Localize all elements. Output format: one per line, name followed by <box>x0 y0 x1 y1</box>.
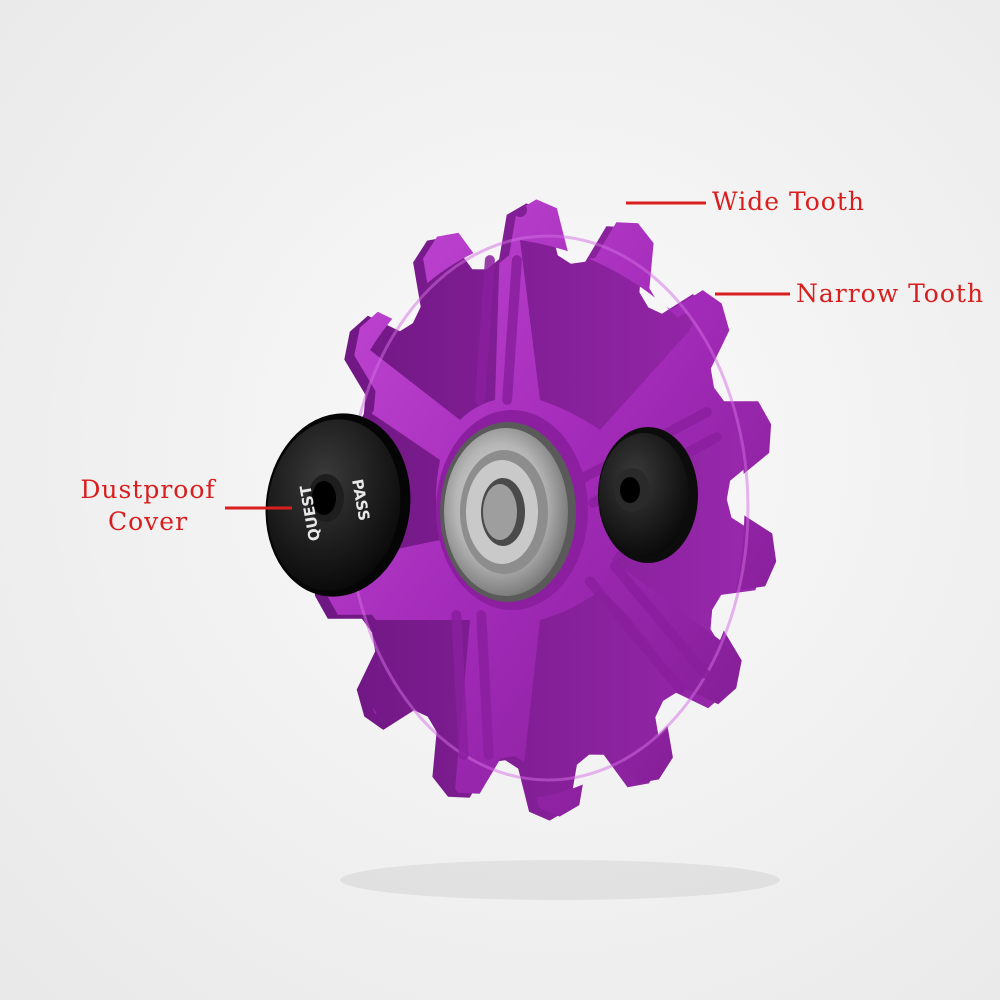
dustproof-cover: PASS QUEST <box>265 413 411 597</box>
narrow-tooth-label: Narrow Tooth <box>796 279 985 308</box>
rear-dust-cover <box>598 427 698 563</box>
dustproof-label-line2: Cover <box>107 507 189 536</box>
wheel-shadow <box>340 860 780 900</box>
dustproof-cover-label: Dustproof Cover <box>78 474 218 538</box>
wide-tooth-label: Wide Tooth <box>712 187 865 216</box>
dustproof-label-line1: Dustproof <box>80 475 216 504</box>
bearing <box>436 410 588 610</box>
callout-lines <box>225 201 790 510</box>
